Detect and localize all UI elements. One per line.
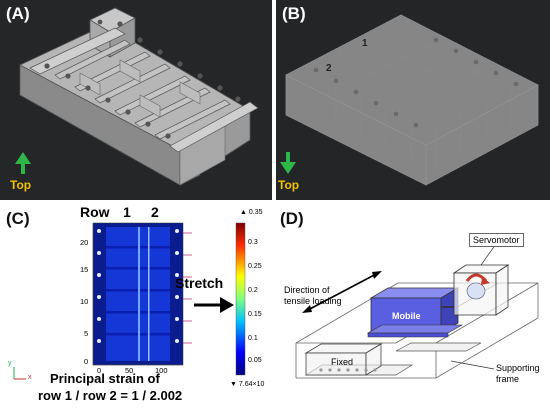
y-tick-0: 0: [84, 357, 89, 366]
panel-a: (A) Top: [0, 0, 272, 200]
stretch-arrow-icon: [194, 297, 234, 313]
mobile-label: Mobile: [392, 311, 421, 321]
colorbar-tick-0.1: 0.1: [248, 335, 258, 342]
colorbar-tick-0.3: 0.3: [248, 239, 258, 246]
tensile-setup-schematic: [295, 236, 539, 379]
colorbar-tick-0.25: 0.25: [248, 263, 262, 270]
y-tick-20: 20: [80, 238, 89, 247]
row-number-1: 1: [123, 204, 131, 220]
panel-b: (B) 1 2 Top: [276, 0, 550, 200]
up-arrow-icon: [15, 152, 31, 174]
panel-label: (D): [280, 209, 304, 228]
cell-array-solid-model: [19, 7, 259, 186]
direction-label-line-1: Direction of: [284, 285, 330, 295]
down-arrow-icon: [280, 152, 296, 174]
orientation-label: Top: [278, 178, 300, 192]
caption-line-2: row 1 / row 2 = 1 / 2.002: [38, 388, 183, 403]
axis-y-label: y: [8, 360, 12, 367]
row-marker-2: 2: [326, 63, 332, 74]
servomotor-label: Servomotor: [469, 233, 524, 247]
row-number-2: 2: [151, 204, 159, 220]
colorbar-min: ▼ 7.64×10: [230, 381, 265, 388]
panel-label: (A): [6, 4, 30, 23]
panel-d: (D): [276, 203, 550, 412]
y-tick-10: 10: [80, 297, 89, 306]
panel-label: (C): [6, 209, 30, 228]
row-header: Row: [80, 204, 110, 220]
panel-label: (B): [282, 4, 306, 23]
supporting-frame-label-line-1: Supporting: [496, 363, 540, 373]
colorbar-tick-0.05: 0.05: [248, 357, 262, 364]
strain-map: [13, 222, 192, 380]
x-tick-0: 0: [97, 366, 102, 375]
colorbar-tick-0.15: 0.15: [248, 311, 262, 318]
direction-label-line-2: tensile loading: [284, 296, 342, 306]
y-tick-15: 15: [80, 265, 89, 274]
colorbar-max: ▲ 0.35: [240, 209, 263, 216]
x-tick-100: 100: [155, 366, 168, 375]
cell-array-transparent-model: [285, 14, 539, 186]
supporting-frame-label-line-2: frame: [496, 374, 520, 384]
fixed-label: Fixed: [331, 357, 354, 367]
orientation-label: Top: [10, 178, 32, 192]
axis-x-label: x: [28, 374, 32, 381]
colorbar: [235, 222, 246, 376]
x-tick-50: 50: [125, 366, 134, 375]
caption-line-1: Principal strain of: [50, 371, 160, 386]
colorbar-tick-0.2: 0.2: [248, 287, 258, 294]
stretch-label: Stretch: [175, 275, 224, 291]
panel-c: (C) Row 1 2 20 15: [0, 203, 272, 412]
row-marker-1: 1: [362, 38, 368, 49]
y-tick-5: 5: [84, 329, 89, 338]
